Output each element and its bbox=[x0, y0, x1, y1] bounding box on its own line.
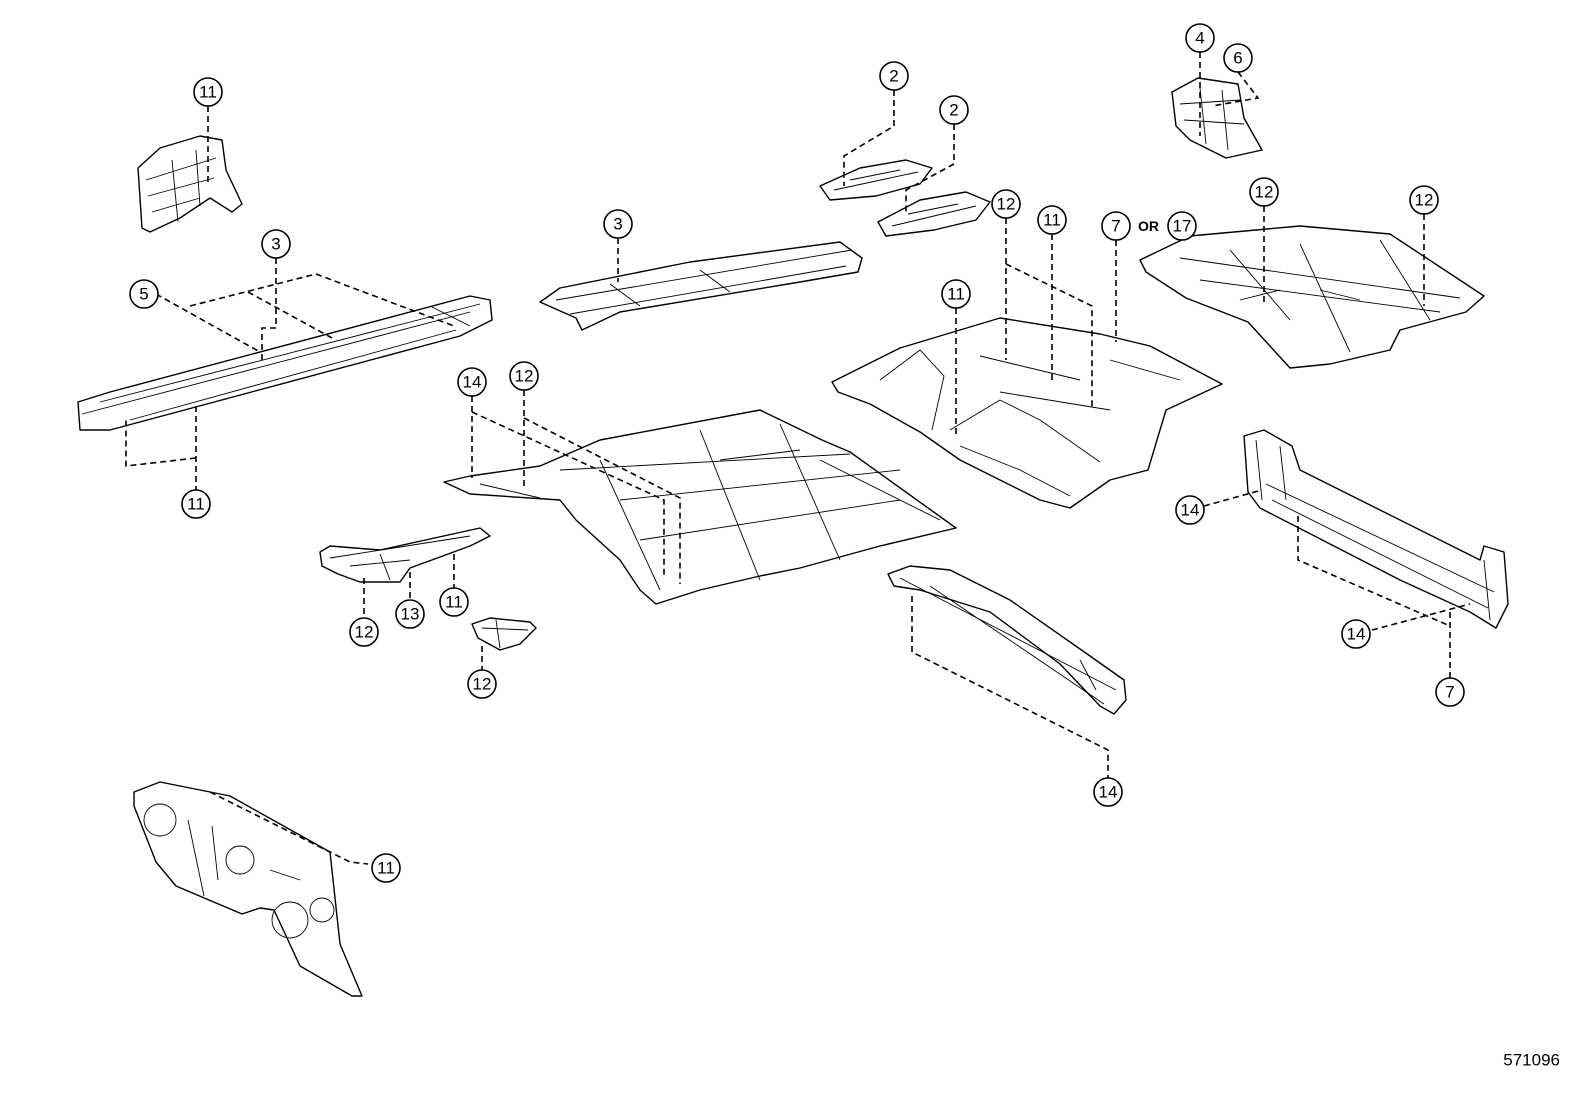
callout: 2 bbox=[939, 95, 969, 125]
svg-text:14: 14 bbox=[1181, 501, 1200, 520]
front-floor-pan bbox=[443, 409, 957, 605]
callout: 11 bbox=[1037, 205, 1067, 235]
svg-text:12: 12 bbox=[355, 623, 374, 642]
svg-text:7: 7 bbox=[1111, 217, 1120, 236]
callout: 14 bbox=[1175, 495, 1205, 525]
callout: 11 bbox=[941, 279, 971, 309]
svg-text:3: 3 bbox=[613, 215, 622, 234]
svg-text:12: 12 bbox=[1415, 191, 1434, 210]
center-side-member-14 bbox=[887, 565, 1127, 715]
side-rocker-left bbox=[77, 295, 493, 431]
svg-text:3: 3 bbox=[271, 235, 280, 254]
svg-text:14: 14 bbox=[1347, 625, 1366, 644]
callout: 5 bbox=[129, 279, 159, 309]
svg-text:11: 11 bbox=[947, 285, 965, 304]
leader-lines bbox=[125, 52, 1471, 865]
svg-text:14: 14 bbox=[463, 373, 482, 392]
callout: 3 bbox=[261, 229, 291, 259]
rear-bracket-4-6 bbox=[1171, 77, 1263, 159]
callout: 17 bbox=[1167, 211, 1197, 241]
callout: 14 bbox=[457, 367, 487, 397]
small-bracket-12 bbox=[471, 617, 537, 651]
callout: 6 bbox=[1223, 43, 1253, 73]
svg-text:14: 14 bbox=[1099, 783, 1118, 802]
svg-text:5: 5 bbox=[139, 285, 148, 304]
callout: 12 bbox=[1409, 185, 1439, 215]
callout: 11 bbox=[371, 853, 401, 883]
svg-text:12: 12 bbox=[515, 367, 534, 386]
callout: 11 bbox=[181, 489, 211, 519]
callout: 12 bbox=[467, 669, 497, 699]
svg-text:17: 17 bbox=[1173, 217, 1192, 236]
callout: 11 bbox=[193, 77, 223, 107]
dash-panel bbox=[133, 781, 363, 997]
callout: 7 bbox=[1435, 677, 1465, 707]
svg-text:11: 11 bbox=[1043, 211, 1061, 230]
center-floor-pan bbox=[831, 317, 1223, 509]
svg-text:12: 12 bbox=[1255, 183, 1274, 202]
callout: 2 bbox=[879, 61, 909, 91]
svg-text:12: 12 bbox=[997, 195, 1016, 214]
svg-text:2: 2 bbox=[949, 101, 958, 120]
rear-floor-pan bbox=[1139, 225, 1485, 369]
svg-text:12: 12 bbox=[473, 675, 492, 694]
callout: 3 bbox=[603, 209, 633, 239]
or-label: OR bbox=[1138, 218, 1159, 234]
svg-text:11: 11 bbox=[445, 593, 463, 612]
bracket-2-lower bbox=[877, 191, 991, 237]
svg-text:11: 11 bbox=[187, 495, 205, 514]
callout: 13 bbox=[395, 599, 425, 629]
front-bracket-12-13 bbox=[319, 527, 491, 583]
side-rocker-right bbox=[1243, 429, 1509, 629]
svg-text:11: 11 bbox=[199, 83, 217, 102]
callout: 14 bbox=[1093, 777, 1123, 807]
callout: 7 bbox=[1101, 211, 1131, 241]
svg-text:6: 6 bbox=[1233, 49, 1242, 68]
callout: 12 bbox=[1249, 177, 1279, 207]
svg-text:4: 4 bbox=[1195, 29, 1204, 48]
bracket-2-upper bbox=[819, 159, 933, 201]
wheelhouse-panel bbox=[137, 135, 243, 233]
callout: 14 bbox=[1341, 619, 1371, 649]
svg-text:7: 7 bbox=[1445, 683, 1454, 702]
callout: 12 bbox=[991, 189, 1021, 219]
figure-id: 571096 bbox=[1503, 1051, 1560, 1070]
svg-text:11: 11 bbox=[377, 859, 395, 878]
callout: 11 bbox=[439, 587, 469, 617]
callout: 4 bbox=[1185, 23, 1215, 53]
callout: 12 bbox=[509, 361, 539, 391]
cross-member-center bbox=[539, 241, 863, 331]
svg-text:13: 13 bbox=[401, 605, 420, 624]
callout: 12 bbox=[349, 617, 379, 647]
svg-text:2: 2 bbox=[889, 67, 898, 86]
